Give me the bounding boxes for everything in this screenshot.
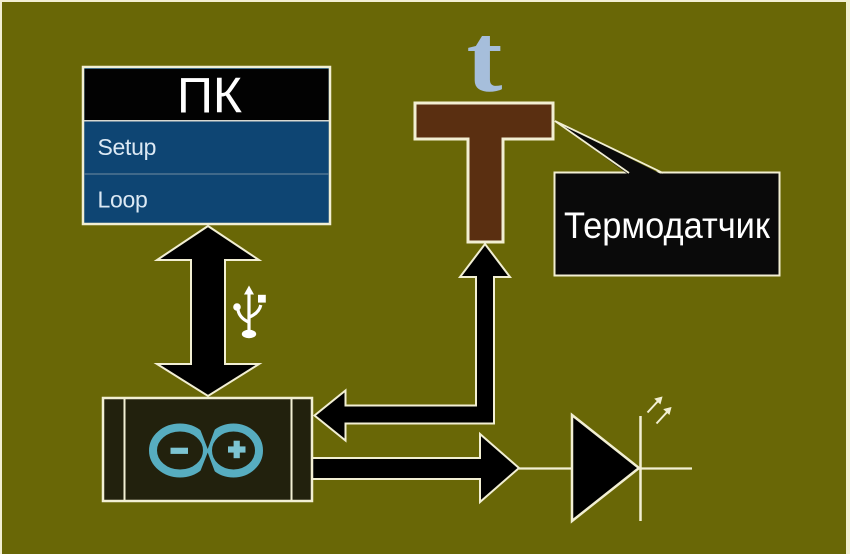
svg-text:Setup: Setup bbox=[98, 134, 157, 160]
svg-text:t: t bbox=[467, 4, 503, 112]
svg-text:Loop: Loop bbox=[98, 187, 148, 213]
svg-text:Термодатчик: Термодатчик bbox=[564, 205, 771, 246]
svg-text:ПК: ПК bbox=[177, 68, 242, 124]
